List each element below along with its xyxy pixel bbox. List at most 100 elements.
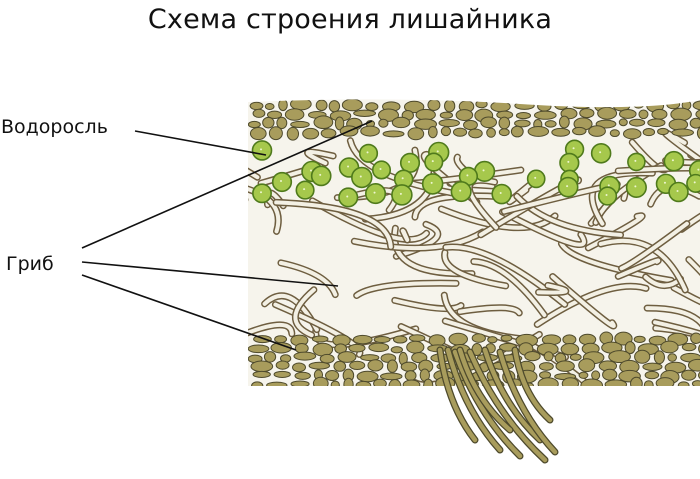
- fungal-hypha-core: [559, 241, 674, 283]
- alga-cell: [421, 173, 444, 195]
- cortex-cell: [475, 99, 488, 109]
- cortex-cell: [569, 353, 582, 361]
- cortex-cell: [427, 99, 441, 111]
- cortex-cell: [249, 126, 267, 141]
- leader-line-fungus-lower-cortex: [81, 274, 297, 351]
- cortex-cell: [427, 125, 438, 139]
- cortex-cell: [630, 376, 643, 386]
- rhizine-strand-fill: [437, 347, 478, 443]
- cortex-cell: [642, 362, 663, 371]
- cortex-cell: [266, 110, 283, 120]
- cortex-cell: [302, 127, 320, 140]
- cortex-cell: [657, 127, 669, 136]
- fungal-hypha-core: [248, 322, 294, 359]
- alga-cell-highlight: [280, 179, 282, 182]
- cortex-cell: [667, 353, 677, 362]
- cortex-cell: [558, 115, 570, 129]
- cortex-cell: [578, 371, 589, 379]
- alga-cell: [399, 152, 421, 173]
- cortex-cell: [349, 360, 366, 370]
- alga-cell: [252, 183, 272, 204]
- alga-cell-highlight: [567, 160, 570, 163]
- alga-cell-highlight: [303, 188, 306, 191]
- cortex-cell: [400, 361, 418, 372]
- cortex-cell: [252, 370, 271, 378]
- cortex-cell: [290, 120, 310, 129]
- cortex-cell: [698, 341, 700, 356]
- cortex-cell: [633, 335, 646, 343]
- cortex-cell: [632, 100, 645, 109]
- cortex-cell: [597, 106, 618, 120]
- medulla-hyphae-layer: [248, 123, 700, 386]
- cortex-cell: [487, 336, 498, 344]
- cortex-cell: [681, 369, 697, 381]
- cortex-cell: [292, 362, 306, 373]
- cortex-cell: [373, 378, 387, 386]
- alga-cell: [526, 169, 546, 189]
- cortex-cell: [514, 101, 535, 110]
- cortex-cell: [252, 108, 266, 118]
- cortex-cell: [402, 379, 421, 386]
- cortex-cell: [248, 344, 270, 354]
- cortex-cell: [498, 128, 510, 137]
- alga-cell: [450, 181, 472, 203]
- cortex-cell: [660, 340, 679, 354]
- cortex-cell: [289, 99, 312, 111]
- alga-cell: [295, 180, 315, 200]
- alga-cell-highlight: [359, 175, 362, 178]
- cortex-cell: [406, 340, 425, 354]
- cortex-cell: [337, 351, 357, 363]
- fungal-hypha-core: [653, 320, 700, 379]
- cortex-cell: [266, 381, 288, 386]
- alga-cell: [627, 152, 646, 172]
- fungal-hypha-core: [442, 250, 508, 288]
- cortex-cell: [343, 377, 354, 386]
- cortex-cell: [498, 116, 511, 130]
- cortex-cell: [591, 370, 601, 381]
- cortex-cell: [455, 109, 474, 121]
- alga-cell: [668, 181, 689, 203]
- rhizine-strand-fill: [482, 347, 543, 443]
- cortex-cell: [554, 99, 569, 110]
- cortex-cell: [468, 128, 483, 139]
- alga-cell-highlight: [319, 173, 322, 176]
- cortex-cell: [311, 335, 329, 343]
- alga-cell: [351, 166, 373, 189]
- cortex-cell: [555, 360, 575, 372]
- cortex-cell: [677, 381, 690, 386]
- alga-cell-highlight: [379, 167, 382, 170]
- fungal-hypha-core: [616, 258, 661, 279]
- cortex-cell: [655, 377, 675, 386]
- cortex-cell: [490, 100, 511, 113]
- fungal-hypha-core: [686, 257, 700, 295]
- cortex-cell: [248, 120, 261, 129]
- alga-cell-highlight: [499, 192, 502, 195]
- alga-cell-highlight: [466, 174, 469, 177]
- cortex-cell: [533, 110, 557, 120]
- cortex-cell: [308, 361, 331, 370]
- cortex-cell: [367, 359, 384, 372]
- alga-cell-highlight: [430, 181, 433, 184]
- alga-cell-highlight: [607, 184, 610, 187]
- cortex-cell: [444, 99, 456, 113]
- alga-cell: [310, 165, 332, 187]
- cortex-cell: [312, 376, 329, 386]
- cortex-cell: [648, 335, 667, 346]
- alga-cell: [559, 152, 580, 173]
- cortex-cell: [423, 378, 434, 386]
- cortex-cell: [692, 100, 700, 111]
- fungal-hypha-core: [248, 125, 260, 180]
- cortex-cell: [355, 380, 372, 386]
- alga-cell: [364, 183, 387, 205]
- label-fungus: Гриб: [6, 253, 54, 275]
- alga-cell-highlight: [459, 189, 462, 192]
- alga-cell-highlight: [408, 160, 411, 163]
- cortex-cell: [538, 362, 554, 371]
- fungal-hypha-core: [457, 305, 522, 315]
- cortex-cell: [408, 334, 426, 342]
- cortex-cell: [373, 336, 391, 344]
- alga-cell: [590, 142, 612, 164]
- fungal-hypha-core: [400, 228, 410, 242]
- cortex-cell: [572, 126, 587, 136]
- cortex-cell: [687, 358, 700, 372]
